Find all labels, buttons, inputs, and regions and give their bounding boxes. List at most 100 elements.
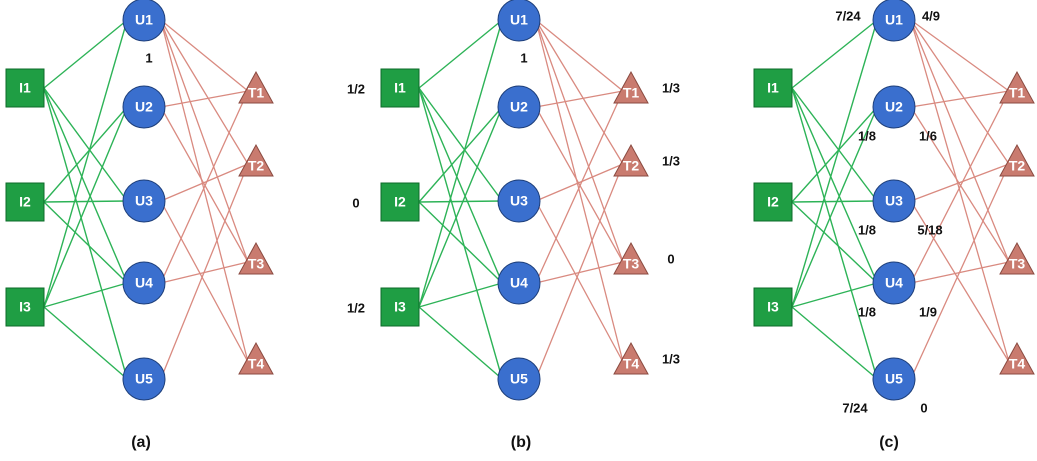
item-node [753, 287, 793, 327]
item-user-edge [791, 87, 878, 202]
item-value: 1/2 [347, 81, 365, 96]
user-node [497, 261, 541, 305]
user-tag-edge [910, 200, 1010, 363]
user-in-value: 7/24 [842, 400, 868, 415]
item-user-edge [791, 282, 878, 308]
tag-label: T4 [623, 356, 640, 372]
user-tag-edge [910, 163, 1010, 380]
panel-1 [5, 0, 274, 401]
user-label: U3 [885, 193, 903, 209]
tag-label: T3 [1009, 256, 1026, 272]
tag-node [999, 70, 1035, 104]
item-user-edge [43, 87, 128, 284]
item-node [753, 68, 793, 108]
user-label: U1 [135, 12, 153, 28]
user-tag-edge [910, 19, 1010, 363]
item-node [5, 68, 45, 108]
item-label: I2 [394, 194, 406, 210]
item-user-edge [791, 19, 878, 308]
item-user-edge [418, 106, 503, 203]
user-in-value: 1/8 [858, 128, 876, 143]
user-tag-edge [910, 19, 1010, 92]
user-label: U5 [510, 371, 528, 387]
tag-node [613, 341, 649, 375]
user-node [497, 357, 541, 401]
user-tag-edge [160, 200, 249, 363]
user-tag-edge [910, 90, 1010, 108]
user-tag-edge [535, 163, 624, 380]
item-node [380, 287, 420, 327]
item-user-edge [791, 201, 878, 284]
user-label: U2 [885, 99, 903, 115]
tag-value: 0 [667, 251, 674, 266]
panel-caption: (c) [879, 434, 899, 451]
user-node [872, 0, 916, 42]
user-label: U1 [885, 12, 903, 28]
item-user-edge [791, 19, 878, 89]
user-in-value: 7/24 [835, 8, 861, 23]
user-tag-edge [160, 90, 249, 108]
user-out-value: 0 [920, 400, 927, 415]
user-tag-edge [160, 106, 249, 263]
user-label: U4 [885, 275, 903, 291]
item-user-edge [43, 106, 128, 308]
tag-node [238, 70, 274, 104]
tag-label: T3 [623, 256, 640, 272]
item-user-edge [418, 306, 503, 380]
item-user-edge [418, 106, 503, 308]
user-tag-edge [160, 19, 249, 165]
user-in-value: 1/8 [858, 304, 876, 319]
panel-2 [380, 0, 649, 401]
item-user-edge [43, 19, 128, 89]
item-user-edge [418, 201, 503, 284]
tag-node [238, 341, 274, 375]
user-tag-edge [910, 19, 1010, 165]
user-in-value: 1/8 [858, 222, 876, 237]
item-user-edge [43, 19, 128, 308]
user-tag-edge [160, 19, 249, 92]
item-value: 0 [352, 195, 359, 210]
user-node [872, 179, 916, 223]
panel-caption: (b) [511, 434, 531, 451]
tag-node [613, 70, 649, 104]
item-user-edge [43, 200, 128, 203]
user-tag-edge [910, 106, 1010, 263]
tag-label: T3 [248, 256, 265, 272]
item-user-edge [43, 306, 128, 380]
user-label: U5 [135, 371, 153, 387]
tag-label: T2 [248, 158, 265, 174]
user-node [872, 261, 916, 305]
item-user-edge [791, 306, 878, 380]
user-tag-edge [535, 106, 624, 263]
user-tag-edge [535, 19, 624, 363]
item-user-edge [418, 87, 503, 380]
user-out-value: 1/6 [919, 128, 937, 143]
item-user-edge [418, 19, 503, 89]
item-user-edge [43, 282, 128, 308]
tag-label: T2 [623, 158, 640, 174]
tag-value: 1/3 [662, 153, 680, 168]
panel-3 [753, 0, 1035, 401]
item-user-edge [43, 106, 128, 203]
item-user-edge [418, 87, 503, 202]
user-tag-edge [160, 163, 249, 380]
item-value: 1/2 [347, 300, 365, 315]
user-tag-edge [535, 90, 624, 108]
item-user-edge [791, 87, 878, 284]
panel-caption: (a) [131, 434, 151, 451]
item-user-edge [43, 87, 128, 380]
item-node [380, 68, 420, 108]
item-user-edge [791, 87, 878, 380]
user-label: U1 [510, 12, 528, 28]
user-value: 1 [520, 50, 527, 65]
user-node [122, 357, 166, 401]
tag-value: 1/3 [662, 80, 680, 95]
user-value: 1 [145, 50, 152, 65]
item-label: I1 [19, 80, 31, 96]
item-label: I1 [394, 80, 406, 96]
user-node [497, 0, 541, 42]
tag-node [613, 241, 649, 275]
user-label: U3 [135, 193, 153, 209]
item-user-edge [791, 106, 878, 308]
item-label: I3 [19, 299, 31, 315]
